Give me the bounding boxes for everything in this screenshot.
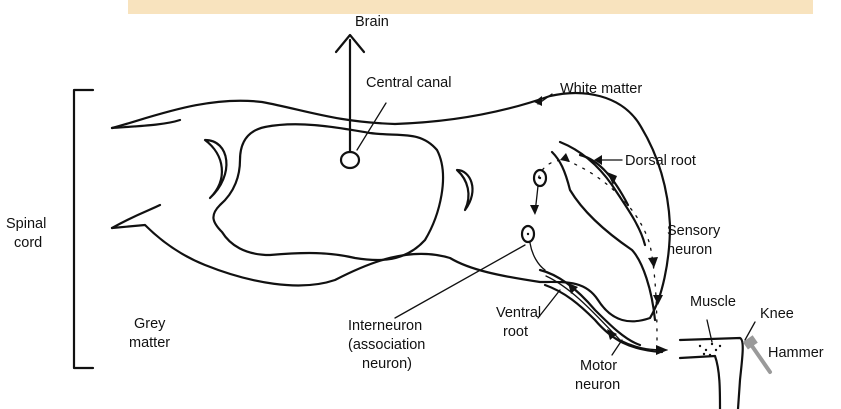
- interneuron-arrow: [530, 205, 539, 215]
- label-brain: Brain: [355, 14, 389, 30]
- label-association-neuron: neuron): [362, 356, 412, 372]
- spinal-cord-bracket: [74, 90, 93, 368]
- top-banner-strip: [128, 0, 813, 14]
- leg-lower-outline: [680, 356, 720, 409]
- central-canal: [341, 152, 359, 168]
- label-motor: Motor: [580, 358, 617, 374]
- label-ventral: Ventral: [496, 305, 541, 321]
- label-association: (association: [348, 337, 425, 353]
- grey-matter-outline: [213, 124, 443, 260]
- muscle-dots: [699, 343, 721, 356]
- interneuron-to-motor: [530, 243, 545, 270]
- white-matter-outline: [112, 93, 670, 321]
- label-sensory-neuron: neuron: [667, 242, 712, 258]
- label-central-canal: Central canal: [366, 75, 451, 91]
- sensory-arrow-1: [653, 295, 663, 305]
- label-sensory: Sensory: [667, 223, 721, 239]
- label-knee: Knee: [760, 306, 794, 322]
- motor-arrow-3: [656, 345, 668, 355]
- motor-neuron-pointer: [612, 340, 622, 355]
- label-white-matter: White matter: [560, 81, 642, 97]
- ventral-root-pointer: [538, 290, 560, 318]
- hammer-icon: [743, 335, 770, 372]
- label-ventral-root: root: [503, 324, 528, 340]
- label-dorsal-root: Dorsal root: [625, 153, 696, 169]
- left-horn-crescent: [205, 140, 226, 198]
- dorsal-root-line-1: [552, 152, 655, 320]
- label-grey-matter: matter: [129, 335, 170, 351]
- label-muscle: Muscle: [690, 294, 736, 310]
- label-spinal: Spinal: [6, 216, 46, 232]
- left-lower-nerve: [112, 205, 160, 228]
- label-grey: Grey: [134, 316, 166, 332]
- leg-upper-outline: [680, 338, 743, 409]
- central-canal-pointer: [357, 103, 386, 150]
- label-hammer: Hammer: [768, 345, 824, 361]
- label-motor-neuron: neuron: [575, 377, 620, 393]
- right-horn-crescent: [457, 170, 473, 210]
- label-interneuron: Interneuron: [348, 318, 422, 334]
- sensory-arrow-4: [560, 153, 570, 162]
- label-cord: cord: [14, 235, 42, 251]
